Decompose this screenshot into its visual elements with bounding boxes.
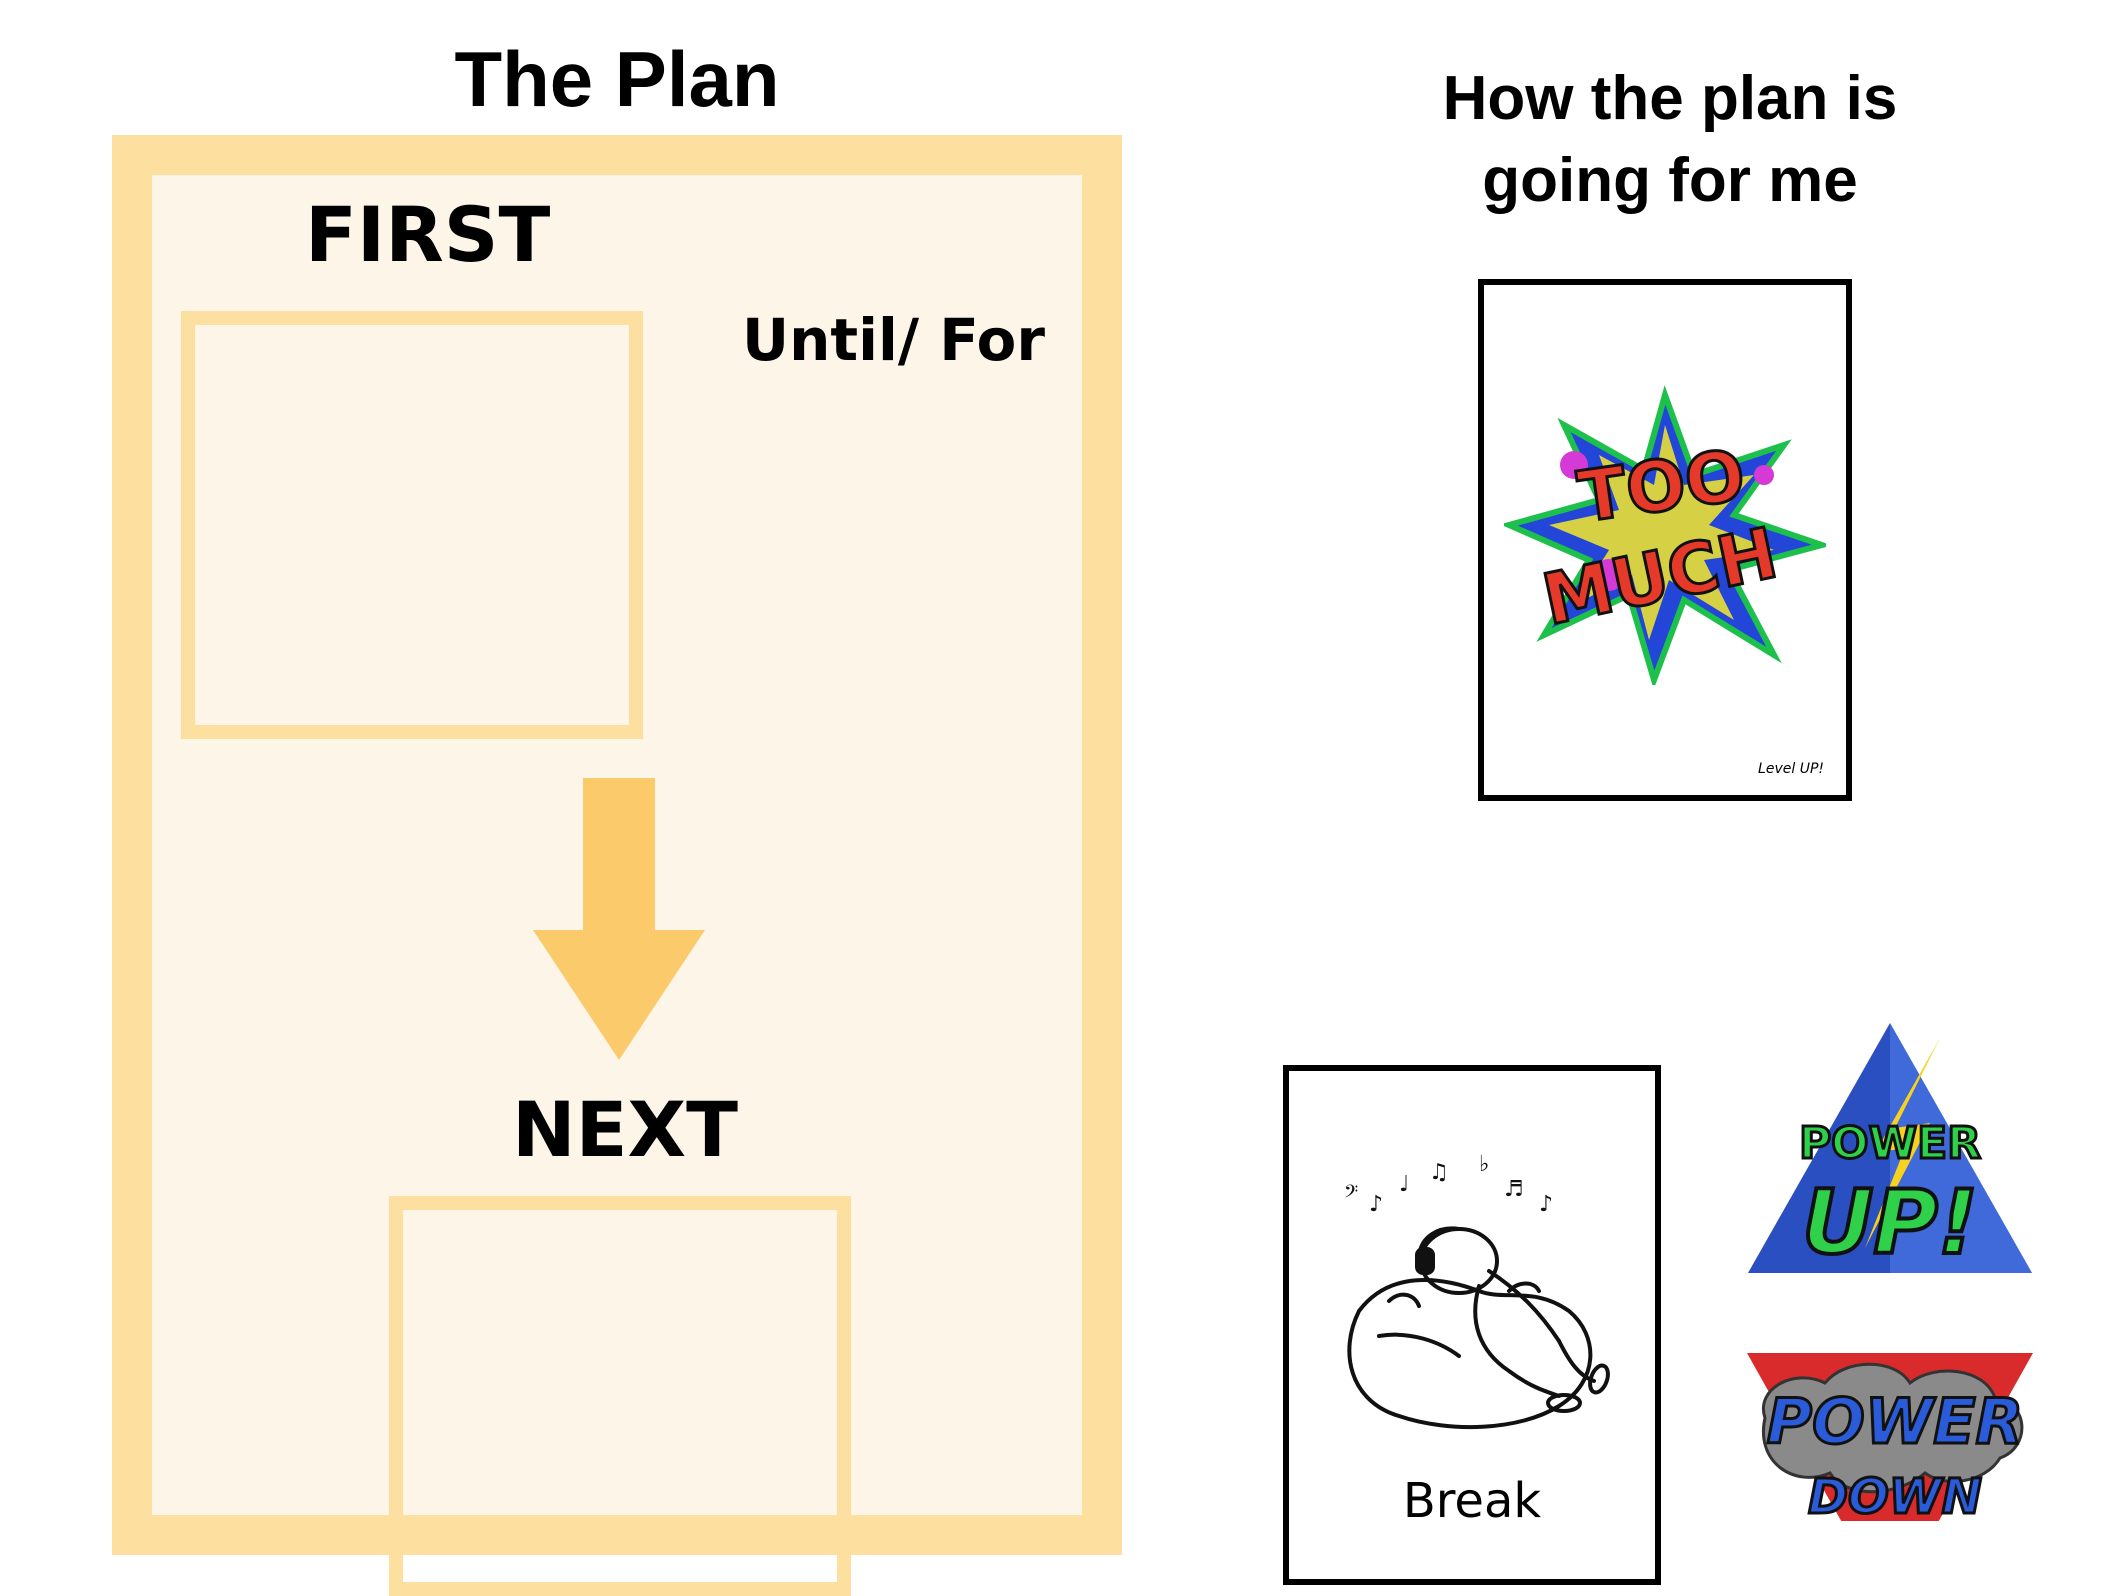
too-much-card[interactable]: TOO MUCH Level UP! bbox=[1478, 279, 1852, 801]
svg-text:♭: ♭ bbox=[1479, 1152, 1489, 1177]
until-for-label: Until/ For bbox=[742, 306, 1045, 374]
power-down-text-bottom: DOWN bbox=[1808, 1469, 1982, 1521]
next-label: NEXT bbox=[512, 1085, 738, 1174]
brand-logo: Level UP! bbox=[1758, 761, 1824, 777]
down-arrow-icon bbox=[533, 778, 705, 1060]
first-label: FIRST bbox=[305, 190, 551, 279]
svg-text:♩: ♩ bbox=[1399, 1172, 1409, 1197]
next-activity-slot[interactable] bbox=[389, 1196, 851, 1596]
status-title: How the plan is going for me bbox=[1380, 58, 1960, 222]
first-activity-slot[interactable] bbox=[181, 311, 643, 739]
power-down-icon[interactable]: POWER DOWN bbox=[1745, 1348, 2035, 1521]
plan-title: The Plan bbox=[454, 35, 780, 123]
status-title-line1: How the plan is bbox=[1442, 64, 1898, 133]
status-title-line2: going for me bbox=[1482, 146, 1858, 215]
power-up-icon[interactable]: POWER UP! bbox=[1745, 1018, 2035, 1280]
too-much-burst-icon: TOO MUCH bbox=[1504, 385, 1826, 685]
svg-text:♪: ♪ bbox=[1369, 1192, 1383, 1217]
power-up-text-top: POWER bbox=[1799, 1118, 1981, 1169]
break-person-headphones-icon: ♪ ♩ ♫ ♭ ♬ ♪ 𝄢 bbox=[1344, 1152, 1610, 1430]
svg-text:𝄢: 𝄢 bbox=[1344, 1182, 1358, 1207]
power-up-text-bottom: UP! bbox=[1802, 1171, 1978, 1274]
svg-text:♪: ♪ bbox=[1539, 1192, 1553, 1217]
power-down-text-top: POWER bbox=[1767, 1385, 2024, 1458]
break-card[interactable]: ♪ ♩ ♫ ♭ ♬ ♪ 𝄢 Break bbox=[1283, 1065, 1661, 1585]
svg-text:♬: ♬ bbox=[1504, 1177, 1524, 1202]
break-label: Break bbox=[1402, 1473, 1542, 1529]
svg-text:♫: ♫ bbox=[1429, 1160, 1449, 1185]
